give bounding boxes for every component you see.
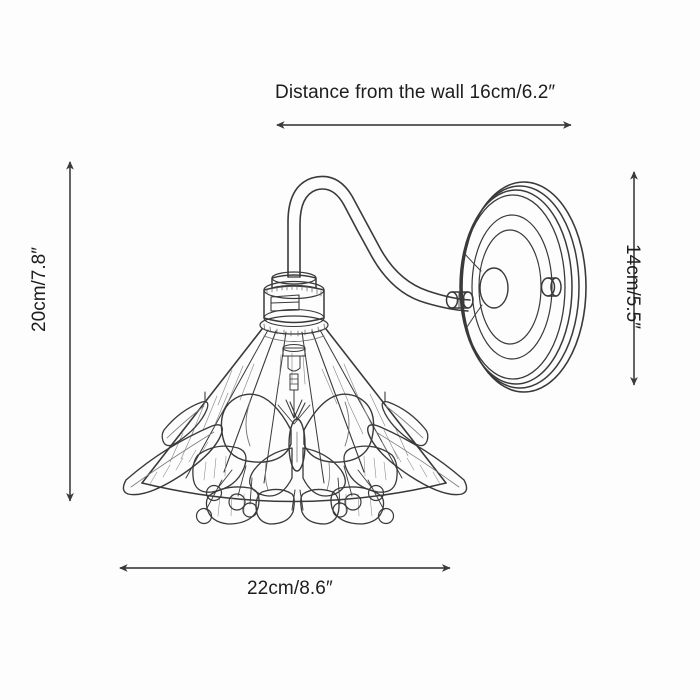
hanging-beads [195, 465, 395, 525]
depth-dimension-label: Distance from the wall 16cm/6.2″ [275, 82, 556, 103]
butterfly-ornament-icon [220, 393, 375, 497]
lamp-arm-icon [287, 175, 471, 312]
light-bulb-icon [277, 344, 311, 425]
leaf-ornament-right [330, 391, 468, 525]
leaf-ornament-left [122, 391, 260, 525]
backplate-dimension-label: 14cm/5.5″ [621, 244, 643, 329]
wall-plate-screw-right [540, 277, 562, 297]
lamp-socket-icon [259, 271, 329, 337]
width-dimension-label: 22cm/8.6″ [247, 578, 333, 599]
wall-plate-icon [445, 181, 587, 393]
center-petal-ornament [255, 488, 340, 525]
height-dimension-label: 20cm/7.8″ [28, 247, 50, 332]
